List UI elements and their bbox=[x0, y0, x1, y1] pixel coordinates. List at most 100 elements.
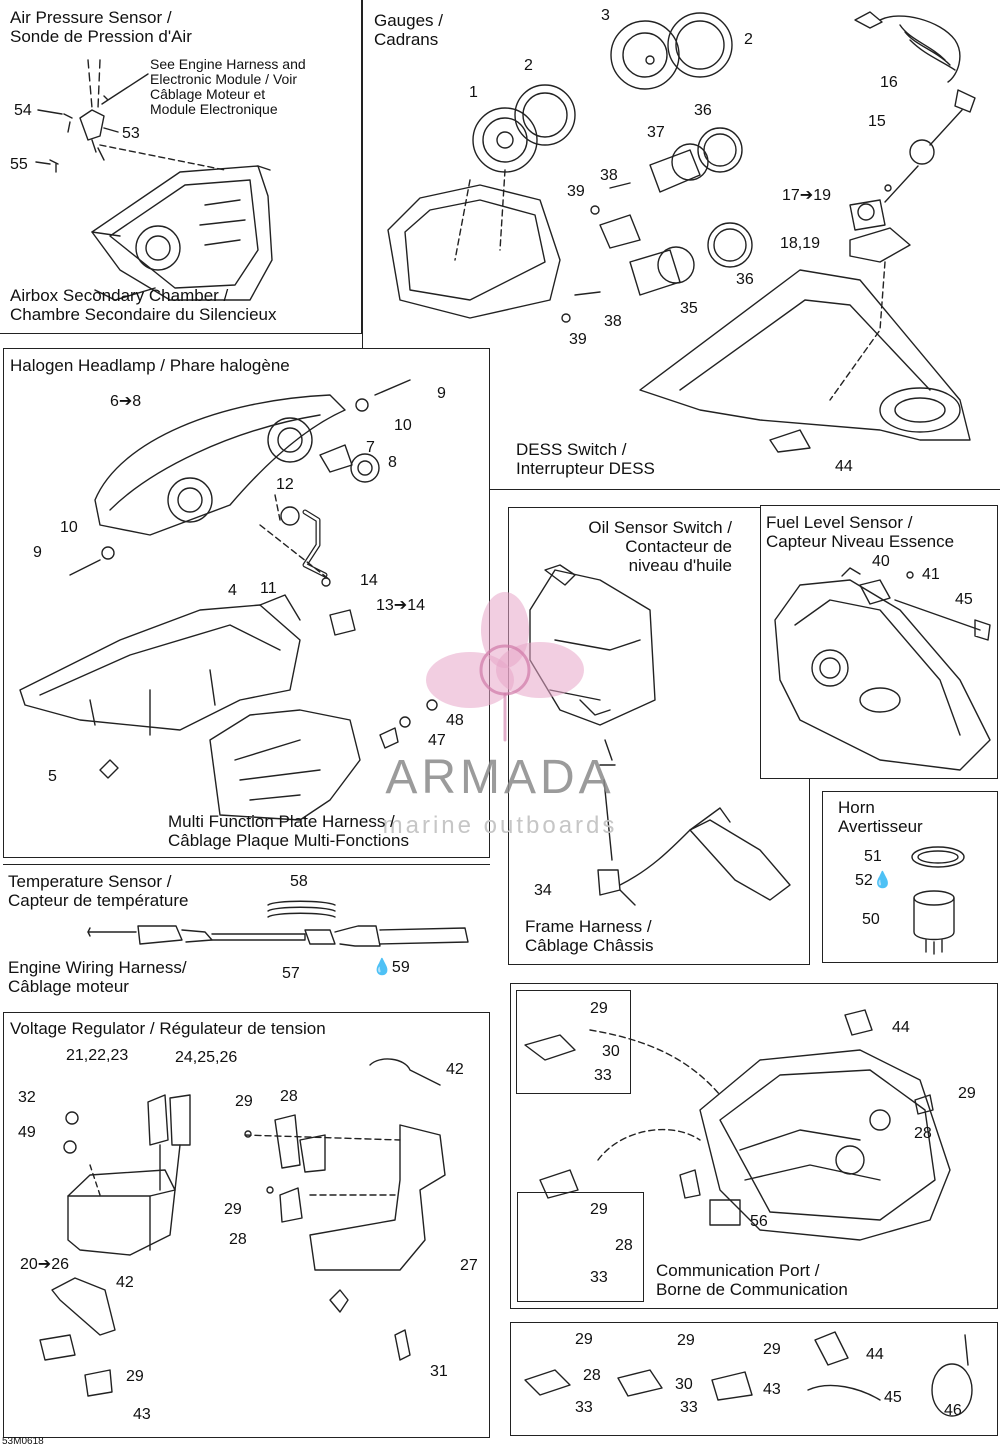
comm-drawing bbox=[524, 1009, 951, 1241]
voltage-drawing bbox=[39, 1058, 446, 1397]
callout-bottom-29a: 29 bbox=[575, 1331, 593, 1348]
fuel-drawing bbox=[774, 567, 991, 771]
oil-drawing bbox=[529, 564, 791, 906]
callout-voltage-49: 49 bbox=[18, 1124, 36, 1141]
title-oil-sensor-switch: Oil Sensor Switch / Contacteur de niveau… bbox=[588, 518, 732, 575]
horn-drawing bbox=[911, 846, 965, 955]
callout-oil-34: 34 bbox=[534, 882, 552, 899]
title-horn: Horn Avertisseur bbox=[838, 798, 923, 836]
callout-voltage-42b: 42 bbox=[116, 1274, 134, 1291]
panel-temperature-sensor bbox=[3, 864, 490, 1000]
callout-voltage-28b: 28 bbox=[229, 1231, 247, 1248]
callout-voltage-29a: 29 bbox=[235, 1093, 253, 1110]
panel-fuel-level-sensor bbox=[760, 505, 998, 779]
drawing-code: 53M0618 bbox=[2, 1436, 44, 1447]
title-gauges: Gauges / Cadrans bbox=[374, 11, 443, 49]
callout-headlamp-9a: 9 bbox=[437, 385, 446, 402]
callout-headlamp-14: 14 bbox=[360, 572, 378, 589]
callout-voltage-43: 43 bbox=[133, 1406, 151, 1423]
callout-fuel-41: 41 bbox=[922, 566, 940, 583]
callout-gauges-38a: 38 bbox=[600, 167, 618, 184]
callout-air-53: 53 bbox=[122, 125, 140, 142]
callout-gauges-39a: 39 bbox=[567, 183, 585, 200]
callout-fuel-40: 40 bbox=[872, 553, 890, 570]
callout-horn-51: 51 bbox=[864, 848, 882, 865]
callout-air-55: 55 bbox=[10, 156, 28, 173]
callout-bottom-28: 28 bbox=[583, 1367, 601, 1384]
callout-horn-50: 50 bbox=[862, 911, 880, 928]
callout-bottom-29c: 29 bbox=[763, 1341, 781, 1358]
panel-bottom-parts bbox=[510, 1322, 998, 1436]
title-halogen-headlamp: Halogen Headlamp / Phare halogène bbox=[10, 356, 290, 375]
callout-voltage-29b: 29 bbox=[224, 1201, 242, 1218]
callout-voltage-42a: 42 bbox=[446, 1061, 464, 1078]
callout-bottom-33b: 33 bbox=[680, 1399, 698, 1416]
subtitle-multi-function-plate-harness: Multi Function Plate Harness / Câblage P… bbox=[168, 812, 409, 850]
title-voltage-regulator: Voltage Regulator / Régulateur de tensio… bbox=[10, 1019, 326, 1038]
callout-gauges-1: 1 bbox=[469, 84, 478, 101]
callout-gauges-15: 15 bbox=[868, 113, 886, 130]
subtitle-airbox-secondary-chamber: Airbox Secondary Chamber / Chambre Secon… bbox=[10, 286, 277, 324]
callout-comm-29b: 29 bbox=[958, 1085, 976, 1102]
panel-voltage-regulator bbox=[3, 1012, 490, 1438]
callout-voltage-20-26: 20➔26 bbox=[20, 1256, 69, 1273]
callout-bottom-30: 30 bbox=[675, 1376, 693, 1393]
callout-bottom-44: 44 bbox=[866, 1346, 884, 1363]
callout-headlamp-11: 11 bbox=[260, 580, 277, 597]
callout-comm-33a: 33 bbox=[594, 1067, 612, 1084]
callout-headlamp-5: 5 bbox=[48, 768, 57, 785]
callout-voltage-27: 27 bbox=[460, 1257, 478, 1274]
callout-voltage-31: 31 bbox=[430, 1363, 448, 1380]
callout-gauges-44: 44 bbox=[835, 458, 853, 475]
callout-voltage-28a: 28 bbox=[280, 1088, 298, 1105]
callout-headlamp-8: 8 bbox=[388, 454, 397, 471]
subtitle-engine-wiring-harness: Engine Wiring Harness/ Câblage moteur bbox=[8, 958, 187, 996]
title-temperature-sensor: Temperature Sensor / Capteur de températ… bbox=[8, 872, 189, 910]
callout-voltage-32: 32 bbox=[18, 1089, 36, 1106]
note-engine-harness: See Engine Harness and Electronic Module… bbox=[150, 56, 306, 117]
bottom-drawing bbox=[524, 1331, 973, 1417]
callout-comm-30: 30 bbox=[602, 1043, 620, 1060]
callout-headlamp-6-8: 6➔8 bbox=[110, 393, 142, 410]
callout-bottom-45: 45 bbox=[884, 1389, 902, 1406]
callout-temp-58: 58 bbox=[290, 873, 308, 890]
callout-gauges-36a: 36 bbox=[694, 102, 712, 119]
callout-comm-28b: 28 bbox=[615, 1237, 633, 1254]
subtitle-dess-switch: DESS Switch / Interrupteur DESS bbox=[516, 440, 655, 478]
callout-voltage-24-26: 24,25,26 bbox=[175, 1049, 238, 1066]
callout-bottom-33a: 33 bbox=[575, 1399, 593, 1416]
callout-headlamp-4: 4 bbox=[228, 582, 237, 599]
temperature-drawing bbox=[87, 900, 469, 947]
panel-oil-sensor bbox=[508, 507, 810, 965]
subtitle-communication-port: Communication Port / Borne de Communicat… bbox=[656, 1261, 848, 1299]
callout-gauges-39b: 39 bbox=[569, 331, 587, 348]
callout-gauges-17-19: 17➔19 bbox=[782, 187, 831, 204]
headlamp-drawing bbox=[19, 379, 438, 821]
callout-gauges-2a: 2 bbox=[744, 31, 753, 48]
callout-temp-59: 💧59 bbox=[372, 959, 410, 976]
subtitle-frame-harness: Frame Harness / Câblage Châssis bbox=[525, 917, 654, 955]
title-fuel-level-sensor: Fuel Level Sensor / Capteur Niveau Essen… bbox=[766, 513, 955, 551]
callout-headlamp-48: 48 bbox=[446, 712, 464, 729]
callout-gauges-3: 3 bbox=[601, 7, 610, 24]
airbox-drawing bbox=[35, 59, 273, 301]
callout-voltage-29c: 29 bbox=[126, 1368, 144, 1385]
callout-comm-56: 56 bbox=[750, 1213, 768, 1230]
callout-headlamp-7: 7 bbox=[366, 439, 375, 456]
callout-gauges-37: 37 bbox=[647, 124, 665, 141]
callout-comm-28a: 28 bbox=[914, 1125, 932, 1142]
callout-gauges-38b: 38 bbox=[604, 313, 622, 330]
callout-headlamp-47: 47 bbox=[428, 732, 446, 749]
callout-gauges-16: 16 bbox=[880, 74, 898, 91]
callout-bottom-29b: 29 bbox=[677, 1332, 695, 1349]
callout-air-54: 54 bbox=[14, 102, 32, 119]
inset-comm-bottom bbox=[517, 1192, 644, 1302]
callout-gauges-18-19: 18,19 bbox=[780, 235, 821, 252]
callout-bottom-46: 46 bbox=[944, 1402, 962, 1419]
callout-gauges-35: 35 bbox=[680, 300, 698, 317]
panel-air-pressure-sensor bbox=[0, 0, 362, 334]
watermark-flower-drawing bbox=[426, 592, 584, 742]
callout-comm-33b: 33 bbox=[590, 1269, 608, 1286]
callout-headlamp-10a: 10 bbox=[394, 417, 412, 434]
